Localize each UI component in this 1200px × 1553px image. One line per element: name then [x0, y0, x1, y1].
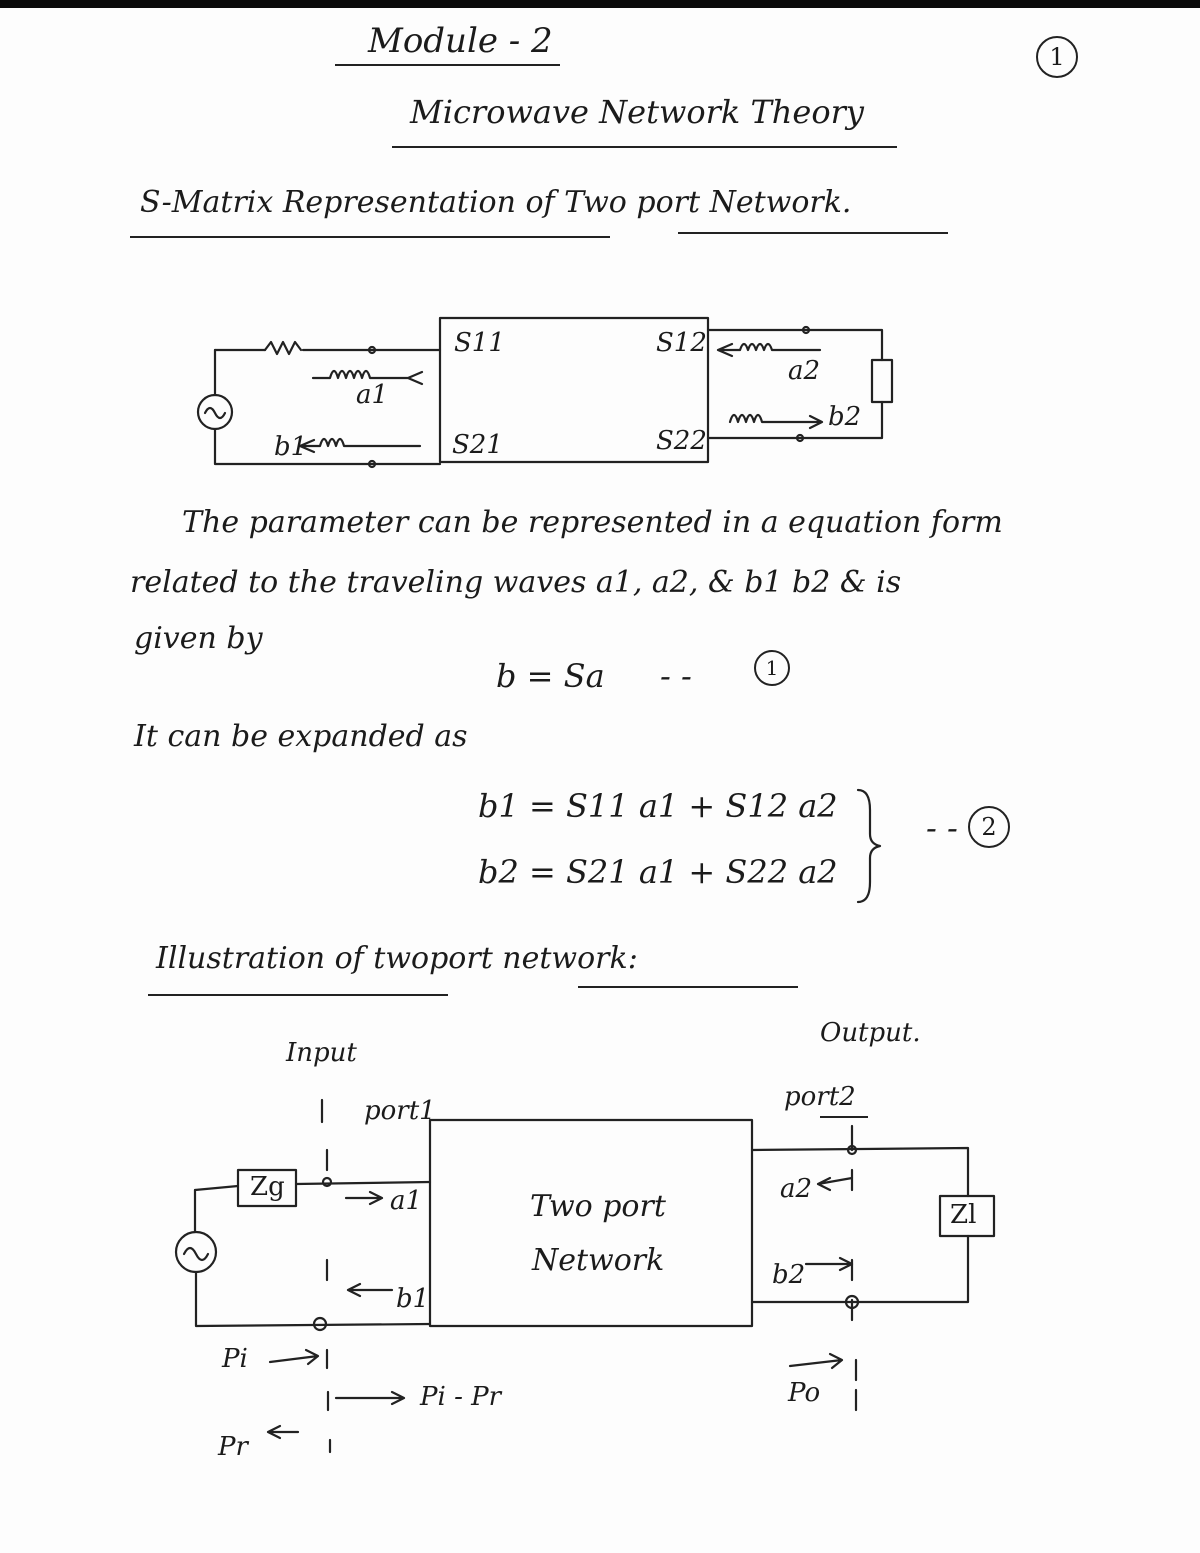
s-matrix-block	[438, 316, 710, 464]
equation-1: b = Sa	[496, 657, 605, 695]
text-line-4: It can be expanded as	[134, 719, 468, 754]
a1-arrow	[344, 1190, 384, 1206]
section-heading-underline-2	[678, 232, 948, 234]
po-label: Po	[788, 1378, 821, 1408]
b1-arrow	[346, 1282, 394, 1298]
a2-arrow	[816, 1176, 854, 1192]
text-line-3: given by	[134, 621, 263, 656]
port1-bottom-terminal	[312, 1316, 328, 1332]
pi-arrow	[268, 1348, 320, 1366]
b2-arrow	[804, 1256, 854, 1272]
s12-label: S12	[656, 328, 707, 358]
port2-reference-line	[850, 1124, 858, 1412]
port1-top-terminal	[321, 1176, 333, 1188]
port2-top-terminal	[846, 1144, 858, 1156]
pr-arrow	[266, 1424, 300, 1440]
b1-reflected-wave-arrow	[298, 437, 422, 454]
two-port-network-block	[428, 1118, 754, 1328]
left-top-wire-b	[294, 1180, 432, 1186]
source-sine-icon	[203, 406, 227, 420]
curly-brace	[856, 788, 882, 904]
a2-incident-wave-arrow	[716, 342, 822, 358]
equation-1-dashes: - -	[660, 657, 692, 695]
port2-label-underline	[820, 1116, 868, 1118]
page-number-text: 1	[1049, 43, 1065, 71]
section-heading-underline-1	[130, 236, 610, 238]
a1-label: a1	[390, 1186, 423, 1216]
po-arrow	[788, 1352, 844, 1370]
equation-1-number-text: 1	[765, 656, 779, 680]
equation-2-dashes: - -	[926, 809, 958, 847]
left-top-wire-a	[193, 1184, 240, 1192]
a2-label: a2	[788, 356, 821, 386]
s11-label: S11	[454, 328, 505, 358]
b1-label: b1	[396, 1284, 430, 1314]
port2-bottom-terminal	[795, 433, 805, 443]
b2-label: b2	[828, 402, 862, 432]
b2-label: b2	[772, 1260, 806, 1290]
b1-label: b1	[274, 432, 308, 462]
page-title: Microwave Network Theory	[410, 93, 864, 131]
equation-2-number-text: 2	[981, 813, 997, 841]
a1-label: a1	[356, 380, 389, 410]
equation-2a: b1 = S11 a1 + S12 a2	[478, 787, 838, 825]
scan-edge	[0, 0, 1200, 8]
pr-label: Pr	[218, 1432, 248, 1462]
text-line-2: related to the traveling waves a1, a2, &…	[130, 565, 902, 600]
title-underline	[392, 146, 897, 148]
right-top-wire	[706, 328, 884, 362]
illustration-heading: Illustration of twoport network:	[156, 941, 638, 976]
illustration-underline-1	[148, 994, 448, 996]
port2-bottom-terminal	[844, 1294, 860, 1310]
section-heading: S-Matrix Representation of Two port Netw…	[140, 185, 852, 220]
s22-label: S22	[656, 426, 707, 456]
port1-reference-line	[320, 1098, 332, 1454]
right-bottom-wire	[750, 1234, 970, 1304]
port1-top-terminal	[367, 345, 377, 355]
port2-top-terminal	[801, 325, 811, 335]
input-label: Input	[286, 1038, 357, 1068]
s21-label: S21	[452, 430, 503, 460]
left-bottom-wire	[194, 1270, 432, 1328]
zg-impedance	[236, 1168, 298, 1208]
block-label-line-2: Network	[532, 1243, 665, 1278]
port1-bottom-terminal	[367, 459, 377, 469]
equation-2b: b2 = S21 a1 + S22 a2	[478, 853, 838, 891]
a1-incident-wave-arrow	[311, 369, 424, 386]
port2-label: port2	[784, 1082, 856, 1112]
right-bottom-wire	[706, 400, 884, 440]
block-label-line-1: Two port	[530, 1189, 666, 1224]
module-title: Module - 2	[368, 21, 553, 61]
pi-label: Pi	[222, 1344, 248, 1374]
source-resistor	[263, 340, 303, 356]
right-top-wire	[750, 1146, 970, 1198]
page-number: 1	[1036, 36, 1078, 78]
pi-minus-pr-arrow	[334, 1390, 406, 1406]
zl-label: Zl	[950, 1200, 977, 1230]
module-underline	[335, 64, 560, 66]
pi-minus-pr-label: Pi - Pr	[420, 1382, 502, 1412]
port1-label: port1	[364, 1096, 436, 1126]
equation-1-number: 1	[754, 650, 790, 686]
a2-label: a2	[780, 1174, 813, 1204]
left-bottom-wire	[213, 427, 442, 466]
zg-label: Zg	[250, 1172, 285, 1202]
output-label: Output.	[820, 1018, 921, 1048]
generator-sine-icon	[182, 1246, 210, 1262]
text-line-1: The parameter can be represented in a eq…	[182, 505, 1003, 540]
b2-reflected-wave-arrow	[728, 413, 824, 430]
equation-2-number: 2	[968, 806, 1010, 848]
illustration-underline-2	[578, 986, 798, 988]
